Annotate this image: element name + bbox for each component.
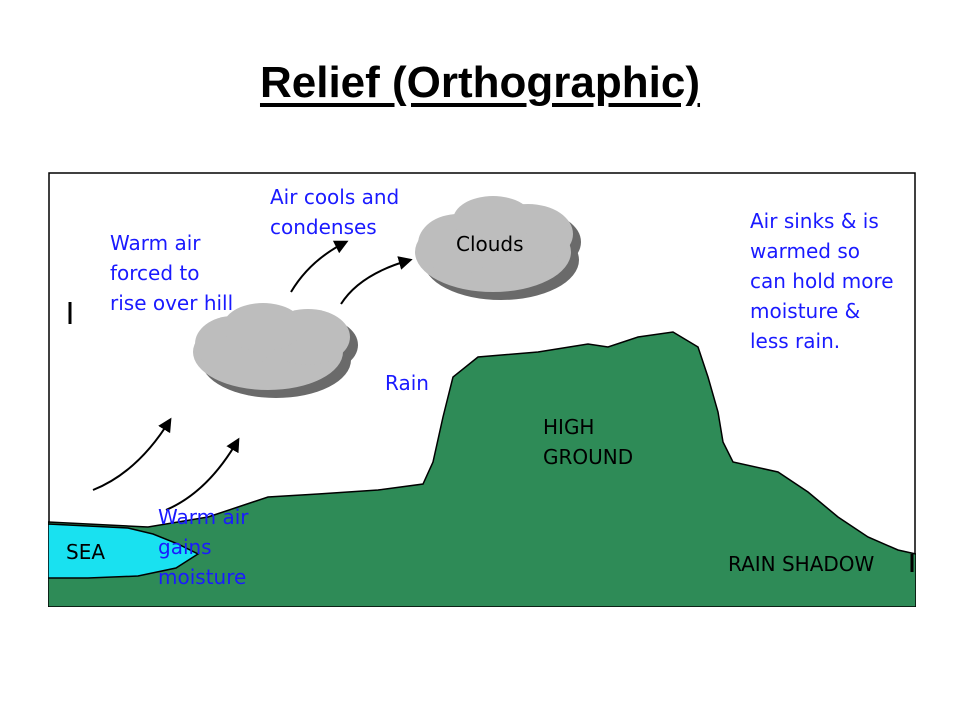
label-warm-air-gains: Warm air gains moisture — [158, 505, 255, 589]
label-clouds: Clouds — [456, 232, 524, 256]
label-warm-air-forced: Warm air forced to rise over hill — [110, 231, 233, 315]
arrow-icon — [165, 437, 240, 511]
label-rain: Rain — [385, 371, 429, 395]
label-air-sinks: Air sinks & is warmed so can hold more m… — [750, 209, 900, 353]
label-rain-shadow: RAIN SHADOW — [728, 552, 875, 576]
arrow-icon — [92, 417, 172, 491]
arrow-icon — [340, 256, 413, 305]
sea-water — [48, 523, 200, 579]
label-high-ground: HIGH GROUND — [543, 415, 633, 469]
label-sea: SEA — [66, 540, 105, 564]
label-air-cools: Air cools and condenses — [270, 185, 406, 239]
high-ground-terrain — [48, 331, 916, 607]
slide-title: Relief (Orthographic) — [259, 58, 701, 107]
cloud-icon — [193, 303, 358, 398]
arrow-icon — [290, 240, 349, 293]
cloud-icon — [415, 196, 581, 300]
orographic-rainfall-diagram: Air cools and condenses Warm air forced … — [48, 172, 916, 607]
